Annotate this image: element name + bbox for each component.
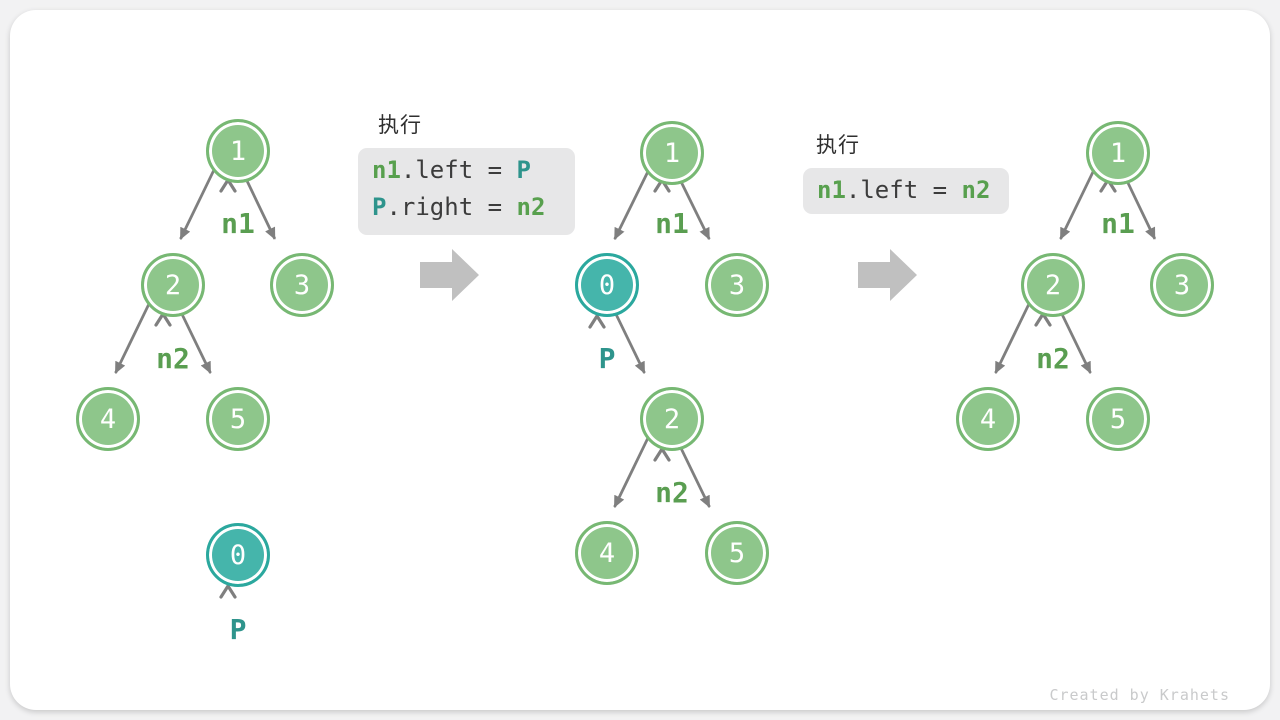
tree1-pointer-n1: n1 [221, 207, 255, 240]
tree1-node-4: 4 [76, 387, 140, 451]
node-value: 2 [663, 403, 681, 435]
figure-card: 1 2 3 4 5 0 n1 n2 P 执行 n1.left = P P.rig… [10, 10, 1270, 710]
tree3-node-4: 4 [956, 387, 1020, 451]
step2-caption: 执行 [816, 134, 860, 157]
code-token: .right = [386, 193, 517, 221]
node-value: 5 [229, 403, 247, 435]
tree3-node-3: 3 [1150, 253, 1214, 317]
code-token: .left = [845, 176, 962, 204]
code-token: n2 [961, 176, 991, 204]
node-value: 3 [1173, 269, 1191, 301]
node-value: 0 [598, 269, 616, 301]
tree1-pointer-P: P [229, 613, 247, 646]
tree2-node-3: 3 [705, 253, 769, 317]
watermark: Created by Krahets [1049, 686, 1230, 704]
pointer-caret-icons [154, 177, 1117, 599]
tree1-pointer-n2: n2 [156, 342, 190, 375]
tree1-node-2: 2 [141, 253, 205, 317]
code-token: P [516, 156, 531, 184]
step1-code-block: n1.left = P P.right = n2 [358, 148, 575, 235]
diagram-edges-layer [114, 170, 1157, 599]
step2-code-block: n1.left = n2 [803, 168, 1009, 214]
tree3-node-2: 2 [1021, 253, 1085, 317]
node-value: 2 [164, 269, 182, 301]
tree3-node-5: 5 [1086, 387, 1150, 451]
tree3-pointer-n2: n2 [1036, 342, 1070, 375]
node-value: 3 [293, 269, 311, 301]
tree2-pointer-n1: n1 [655, 207, 689, 240]
node-value: 1 [663, 137, 681, 169]
step1-arrow-icon [420, 249, 479, 301]
code-token: .left = [400, 156, 517, 184]
node-value: 5 [1109, 403, 1127, 435]
code-line: P.right = n2 [372, 189, 561, 226]
tree2-node-2: 2 [640, 387, 704, 451]
node-value: 4 [598, 537, 616, 569]
tree3-pointer-n1: n1 [1101, 207, 1135, 240]
code-token: n2 [516, 193, 546, 221]
tree2-node-4: 4 [575, 521, 639, 585]
node-value: 5 [728, 537, 746, 569]
tree2-pointer-n2: n2 [655, 476, 689, 509]
node-value: 1 [1109, 137, 1127, 169]
code-line: n1.left = n2 [817, 172, 995, 209]
tree3-node-1: 1 [1086, 121, 1150, 185]
node-value: 4 [99, 403, 117, 435]
tree1-node-1: 1 [206, 119, 270, 183]
tree1-node-3: 3 [270, 253, 334, 317]
tree2-node-1: 1 [640, 121, 704, 185]
node-value: 3 [728, 269, 746, 301]
node-value: 1 [229, 135, 247, 167]
code-token: n1 [372, 156, 401, 184]
code-token: P [372, 193, 387, 221]
tree2-node-5: 5 [705, 521, 769, 585]
tree1-node-5: 5 [206, 387, 270, 451]
node-value: 2 [1044, 269, 1062, 301]
step2-arrow-icon [858, 249, 917, 301]
code-token: n1 [817, 176, 846, 204]
step1-caption: 执行 [378, 114, 422, 137]
code-line: n1.left = P [372, 152, 561, 189]
node-value: 4 [979, 403, 997, 435]
tree2-node-0: 0 [575, 253, 639, 317]
tree1-node-0: 0 [206, 523, 270, 587]
tree2-pointer-P: P [598, 342, 616, 375]
node-value: 0 [229, 539, 247, 571]
